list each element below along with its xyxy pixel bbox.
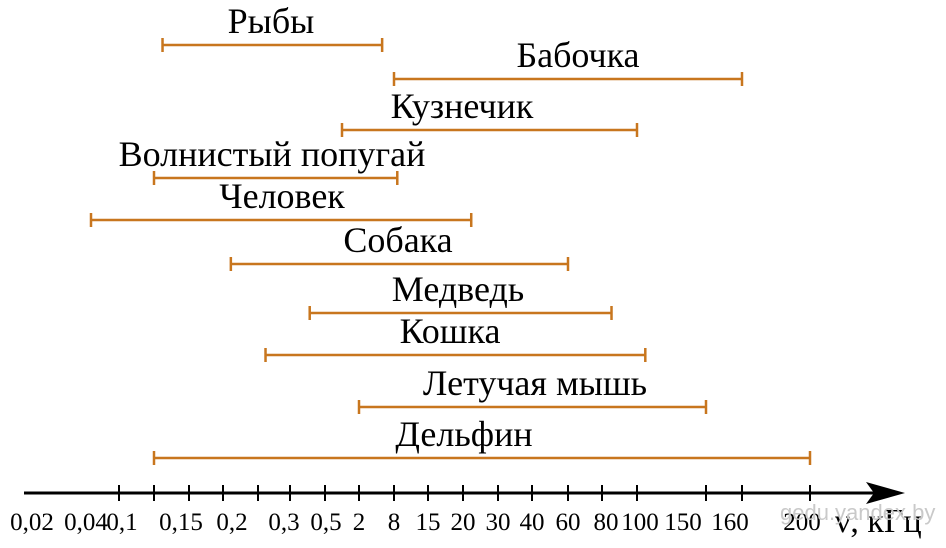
tick-label: 100 xyxy=(621,509,659,536)
range-label: Кузнечик xyxy=(391,86,534,126)
tick-label: 0,5 xyxy=(310,509,341,536)
tick-label: 40 xyxy=(520,509,545,536)
range-2: Бабочка xyxy=(392,35,744,86)
tick-label: 2 xyxy=(353,509,366,536)
range-1: Рыбы xyxy=(161,1,384,52)
tick-label: 200 xyxy=(783,509,821,536)
range-7: Медведь xyxy=(308,269,613,320)
range-label: Бабочка xyxy=(516,35,639,75)
range-label: Рыбы xyxy=(228,1,315,41)
tick-label: 20 xyxy=(451,509,476,536)
range-label: Летучая мышь xyxy=(423,363,647,403)
tick-label: 150 xyxy=(664,509,702,536)
range-label: Дельфин xyxy=(395,414,532,454)
watermark: gedu.yandex.by xyxy=(780,500,935,525)
tick-label: 30 xyxy=(486,509,511,536)
range-label: Волнистый попугай xyxy=(119,134,426,174)
tick-label: 0,3 xyxy=(268,509,299,536)
tick-label: 60 xyxy=(556,509,581,536)
range-4: Волнистый попугай xyxy=(119,134,426,185)
tick-label: 0,02 xyxy=(10,509,54,536)
tick-label: 80 xyxy=(594,509,619,536)
tick-label: 8 xyxy=(388,509,401,536)
range-label: Человек xyxy=(219,176,345,216)
tick-label: 0,15 xyxy=(159,509,203,536)
tick-label: 160 xyxy=(711,509,749,536)
tick-label: 0,1 xyxy=(106,509,137,536)
tick-label: 0,2 xyxy=(216,509,247,536)
range-label: Собака xyxy=(343,220,452,260)
range-5: Человек xyxy=(89,176,473,227)
range-label: Медведь xyxy=(392,269,524,309)
tick-label: 15 xyxy=(416,509,441,536)
range-3: Кузнечик xyxy=(340,86,639,137)
range-9: Летучая мышь xyxy=(357,363,708,414)
range-label: Кошка xyxy=(400,311,501,351)
axis-label: ν, кГц xyxy=(835,503,922,540)
range-6: Собака xyxy=(229,220,570,271)
axis-arrow-icon xyxy=(866,482,905,504)
range-8: Кошка xyxy=(264,311,647,362)
range-10: Дельфин xyxy=(152,414,812,465)
tick-label: 0,04 xyxy=(64,509,108,536)
